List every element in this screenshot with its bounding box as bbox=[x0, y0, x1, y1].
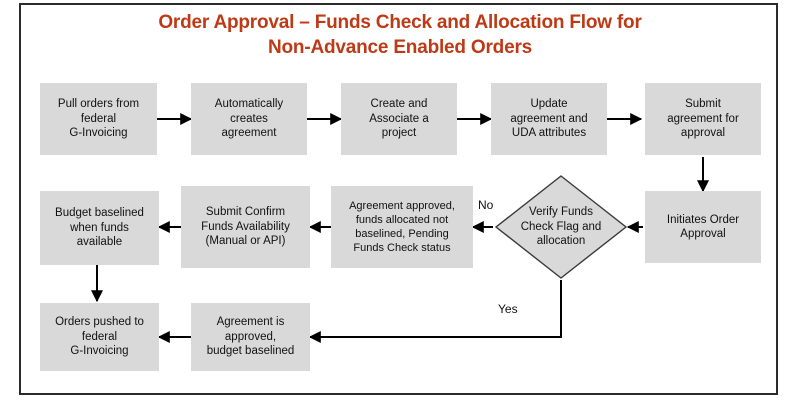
node-create-and-associate-a-project[interactable]: Create and Associate a project bbox=[341, 83, 457, 155]
node-agreement-is-approved-budget-baselined[interactable]: Agreement is approved, budget baselined bbox=[191, 303, 310, 371]
node-orders-pushed-to-federal-g-invoicing[interactable]: Orders pushed to federal G-Invoicing bbox=[40, 303, 159, 371]
title-line-1: Order Approval – Funds Check and Allocat… bbox=[158, 12, 642, 33]
node-automatically-creates-agreement[interactable]: Automatically creates agreement bbox=[191, 83, 307, 155]
node-update-agreement-and-uda-attributes[interactable]: Update agreement and UDA attributes bbox=[491, 83, 607, 155]
node-agreement-approved-pending-funds-check[interactable]: Agreement approved, funds allocated not … bbox=[331, 186, 473, 268]
edge-label-no: No bbox=[478, 198, 494, 212]
node-verify-funds-check-flag-and-allocation[interactable]: Verify Funds Check Flag and allocation bbox=[494, 174, 628, 280]
diamond-shape bbox=[494, 175, 628, 279]
node-budget-baselined-when-funds-available[interactable]: Budget baselined when funds available bbox=[40, 191, 159, 265]
edge-label-yes: Yes bbox=[498, 302, 518, 316]
node-initiates-order-approval[interactable]: Initiates Order Approval bbox=[645, 191, 761, 263]
node-submit-agreement-for-approval[interactable]: Submit agreement for approval bbox=[645, 83, 761, 155]
node-pull-orders-from-federal-g-invoicing[interactable]: Pull orders from federal G-Invoicing bbox=[40, 83, 157, 155]
node-submit-confirm-funds-availability[interactable]: Submit Confirm Funds Availability (Manua… bbox=[181, 186, 310, 268]
title-line-2: Non-Advance Enabled Orders bbox=[267, 37, 533, 58]
diagram-title: Order Approval – Funds Check and Allocat… bbox=[40, 10, 760, 60]
